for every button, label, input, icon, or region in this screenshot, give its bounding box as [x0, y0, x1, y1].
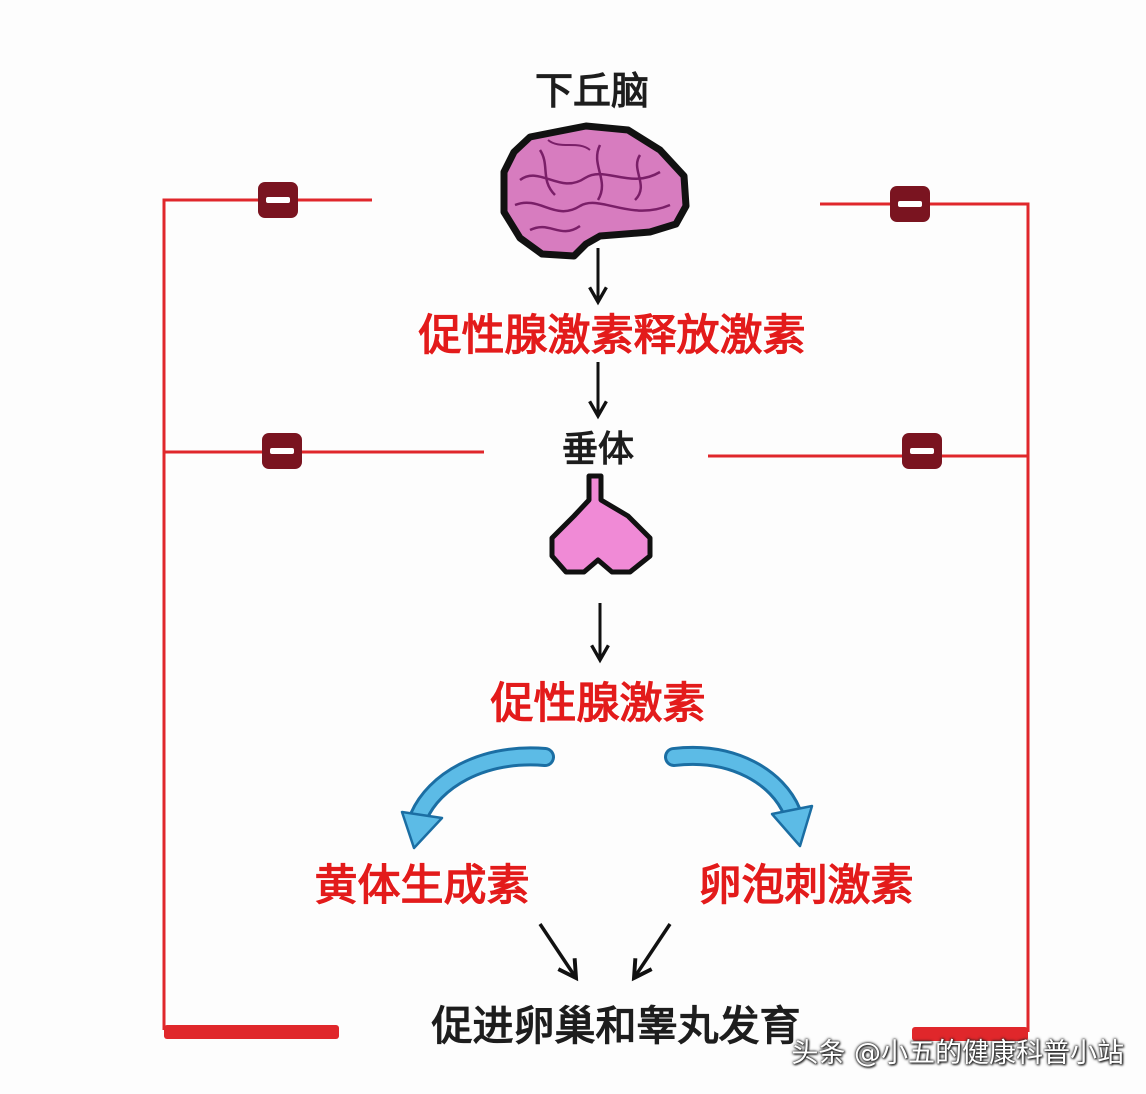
arrow-lh-to-outcome — [538, 923, 579, 982]
feedback-lines — [162, 198, 1030, 1032]
minus-icon — [898, 201, 922, 207]
right-base-bar — [912, 1027, 1028, 1041]
curved-arrow-left — [400, 746, 555, 850]
curved-arrow-right — [664, 745, 814, 848]
minus-icon — [266, 197, 290, 203]
inhibit-badge-mid-right — [902, 433, 942, 469]
outcome-label: 促进卵巢和睾丸发育 — [431, 1002, 801, 1050]
gonadotropin-label: 促性腺激素 — [490, 679, 706, 729]
watermark: 头条 @小五的健康科普小站 — [791, 1038, 1124, 1069]
pituitary-label: 垂体 — [562, 429, 634, 470]
inhibit-badge-mid-left — [262, 433, 302, 469]
fsh-label: 卵泡刺激素 — [699, 861, 914, 911]
inhibit-badge-top-left — [258, 182, 298, 218]
brain-icon — [500, 122, 690, 260]
pituitary-icon — [549, 473, 653, 575]
feedback-base-bars — [164, 1025, 1028, 1041]
left-outer-feedback-line — [162, 198, 372, 1030]
left-base-bar — [164, 1025, 339, 1039]
minus-icon — [270, 448, 294, 454]
hypothalamus-label: 下丘脑 — [535, 69, 649, 113]
inhibit-badge-top-right — [890, 186, 930, 222]
arrow-fsh-to-outcome — [631, 923, 672, 982]
lh-label: 黄体生成素 — [315, 861, 530, 911]
right-outer-feedback-line — [820, 202, 1030, 1032]
minus-icon — [910, 448, 934, 454]
gnrh-label: 促性腺激素释放激素 — [418, 311, 806, 361]
